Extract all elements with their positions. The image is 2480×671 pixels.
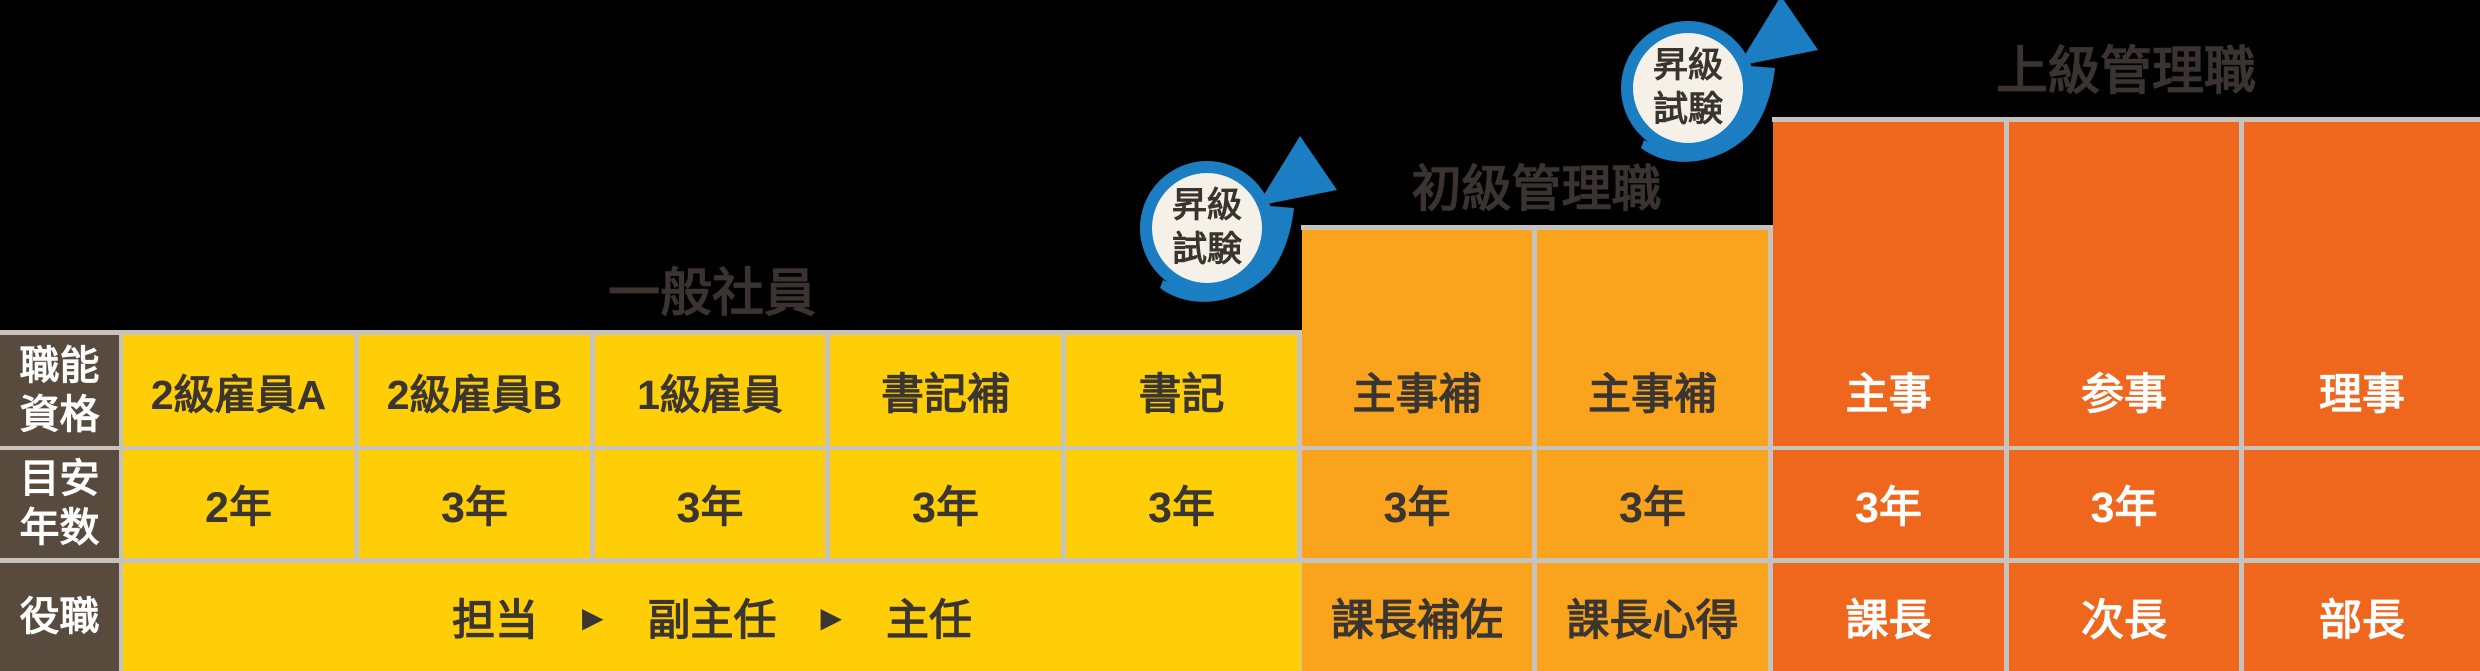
qualification-cell-6-text: 主事補	[1352, 370, 1482, 419]
role-cell-10: 部長	[2244, 563, 2480, 671]
grid-border-v0	[118, 330, 123, 671]
up-arrow-icon	[1140, 136, 1337, 302]
qualification-cell-10: 理事	[2244, 122, 2480, 446]
years-cell-8: 3年	[1773, 450, 2004, 558]
qualification-cell-4: 書記補	[830, 335, 1061, 446]
badge-text-line2: 試験	[1652, 90, 1723, 129]
grid-border-v3	[825, 330, 830, 558]
grid-border-row2	[0, 558, 2480, 563]
qualification-cell-8-text: 主事	[1845, 370, 1932, 419]
section-label-junior-management: 初級管理職	[1411, 161, 1662, 217]
up-arrow-icon	[1621, 0, 1818, 162]
badge-text-line1: 昇級	[1171, 186, 1242, 226]
role-cell-9: 次長	[2009, 563, 2239, 671]
badge-text-line1: 昇級	[1652, 46, 1723, 86]
section-label-senior-management: 上級管理職	[1995, 43, 2256, 101]
role-step-3: 主任	[886, 597, 973, 645]
row-header-years: 目安年数	[0, 450, 119, 558]
qualification-cell-9: 参事	[2009, 122, 2239, 446]
years-cell-6: 3年	[1302, 450, 1532, 558]
grid-border-v2	[590, 330, 595, 558]
grid-border-v4	[1061, 330, 1066, 558]
qualification-cell-1: 2級雇員A	[123, 335, 354, 446]
grid-border-top-senior	[1772, 117, 2480, 122]
years-cell-10	[2244, 450, 2480, 558]
promotion-exam-badge-1: 昇級 試験	[1097, 58, 1347, 343]
grid-border-row1	[0, 446, 2480, 450]
qualification-cell-10-text: 理事	[2319, 370, 2405, 419]
role-step-1: 担当	[451, 597, 538, 645]
promotion-exam-label: 昇級 試験	[1627, 30, 1749, 146]
years-cell-5: 3年	[1066, 450, 1297, 558]
grid-border-v7	[1768, 225, 1773, 671]
qualification-cell-7: 主事補	[1537, 230, 1768, 446]
role-cell-8: 課長	[1773, 563, 2004, 671]
qualification-cell-7-text: 主事補	[1588, 370, 1717, 419]
role-cell-7: 課長心得	[1537, 563, 1768, 671]
badge-text-line2: 試験	[1171, 230, 1242, 269]
qualification-cell-9-text: 参事	[2081, 370, 2167, 419]
role-step-2: 副主任	[647, 597, 777, 645]
grid-border-v9	[2239, 117, 2244, 671]
role-step-arrow-icon: ▶	[820, 601, 843, 633]
grid-border-v6	[1532, 225, 1537, 671]
qualification-cell-2: 2級雇員B	[359, 335, 590, 446]
grid-border-v1	[354, 330, 359, 558]
years-cell-9: 3年	[2009, 450, 2239, 558]
row-header-qualification-text: 職能資格	[19, 343, 100, 437]
qualification-cell-3: 1級雇員	[595, 335, 825, 446]
row-header-qualification: 職能資格	[0, 335, 119, 446]
years-cell-2: 3年	[359, 450, 590, 558]
years-cell-1: 2年	[123, 450, 354, 558]
row-header-role: 役職	[0, 563, 119, 671]
years-cell-7: 3年	[1537, 450, 1768, 558]
role-step-arrow-icon: ▶	[581, 601, 604, 633]
role-cell-6: 課長補佐	[1302, 563, 1532, 671]
qualification-cell-6: 主事補	[1302, 230, 1532, 446]
section-label-general: 一般社員	[607, 265, 816, 323]
row-header-years-text: 目安年数	[19, 457, 100, 550]
years-cell-3: 3年	[595, 450, 825, 558]
grid-border-top-general	[0, 330, 1301, 335]
years-cell-4: 3年	[830, 450, 1061, 558]
qualification-cell-5: 書記	[1066, 335, 1297, 446]
role-cell-general-merged: 担当 ▶ 副主任 ▶ 主任	[123, 563, 1301, 671]
grid-border-v8	[2004, 117, 2009, 671]
qualification-cell-8: 主事	[1773, 122, 2004, 446]
promotion-exam-badge-2: 昇級 試験	[1578, 0, 1828, 203]
grid-border-v5	[1297, 330, 1302, 671]
promotion-exam-label: 昇級 試験	[1146, 170, 1268, 286]
row-header-role-text: 役職	[19, 594, 100, 639]
